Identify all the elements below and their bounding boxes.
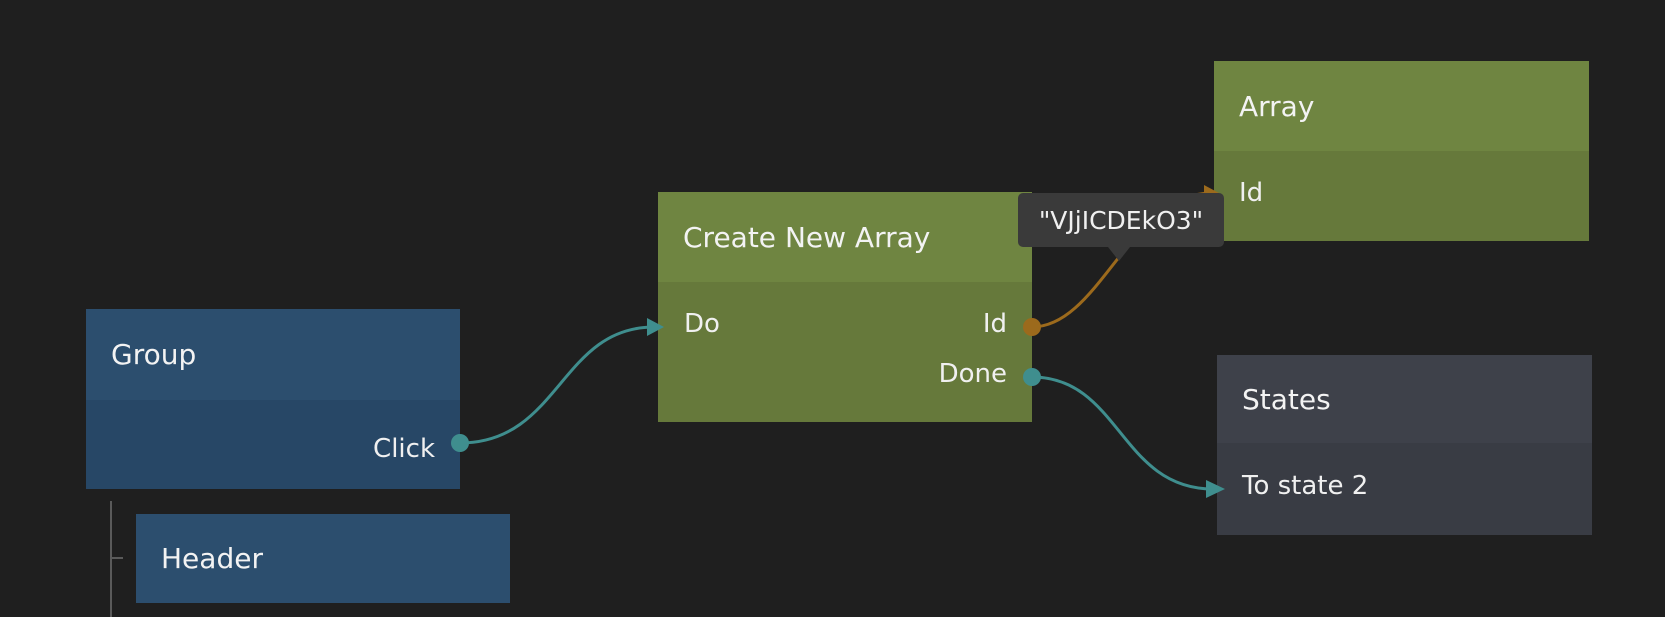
wire-value-tooltip-text: "VJjICDEkO3" bbox=[1038, 205, 1204, 235]
array-node-header[interactable]: Array bbox=[1214, 61, 1589, 151]
header-node[interactable]: Header bbox=[136, 514, 510, 603]
click-port-dot[interactable] bbox=[451, 434, 469, 452]
array-node[interactable]: Array Id bbox=[1214, 61, 1589, 241]
header-node-header[interactable]: Header bbox=[136, 514, 510, 603]
states-to-state-port-label: To state 2 bbox=[1242, 471, 1369, 501]
to-state-port-arrow[interactable] bbox=[1206, 480, 1225, 498]
create-id-port-dot[interactable] bbox=[1023, 318, 1041, 336]
create-id-port-label: Id bbox=[982, 309, 1007, 339]
do-port-arrow[interactable] bbox=[647, 318, 664, 336]
create-new-array-node-title: Create New Array bbox=[683, 220, 931, 254]
states-node-header[interactable]: States bbox=[1217, 355, 1592, 443]
wire-value-tooltip: "VJjICDEkO3" bbox=[1018, 193, 1224, 247]
create-new-array-node-body bbox=[658, 282, 1032, 422]
array-id-port-label: Id bbox=[1239, 178, 1264, 208]
create-do-port-label: Do bbox=[684, 309, 720, 339]
wire-click-to-do[interactable] bbox=[459, 325, 655, 445]
group-node-body bbox=[86, 400, 460, 489]
create-done-port-label: Done bbox=[938, 359, 1007, 389]
group-node[interactable]: Group Click bbox=[86, 309, 460, 489]
states-node-body bbox=[1217, 443, 1592, 535]
tooltip-arrow bbox=[1108, 247, 1130, 261]
group-node-title: Group bbox=[111, 338, 197, 371]
create-new-array-node[interactable]: Create New Array Do Id Done bbox=[658, 192, 1032, 422]
array-node-body bbox=[1214, 151, 1589, 241]
create-done-port-dot[interactable] bbox=[1023, 368, 1041, 386]
states-node-title: States bbox=[1242, 382, 1331, 416]
create-new-array-node-header[interactable]: Create New Array bbox=[658, 192, 1032, 282]
states-node[interactable]: States To state 2 bbox=[1217, 355, 1592, 535]
group-click-port-label: Click bbox=[373, 434, 435, 464]
array-node-title: Array bbox=[1239, 89, 1315, 123]
group-node-header[interactable]: Group bbox=[86, 309, 460, 400]
wire-done-to-state[interactable] bbox=[1031, 375, 1214, 491]
header-node-title: Header bbox=[161, 542, 263, 575]
